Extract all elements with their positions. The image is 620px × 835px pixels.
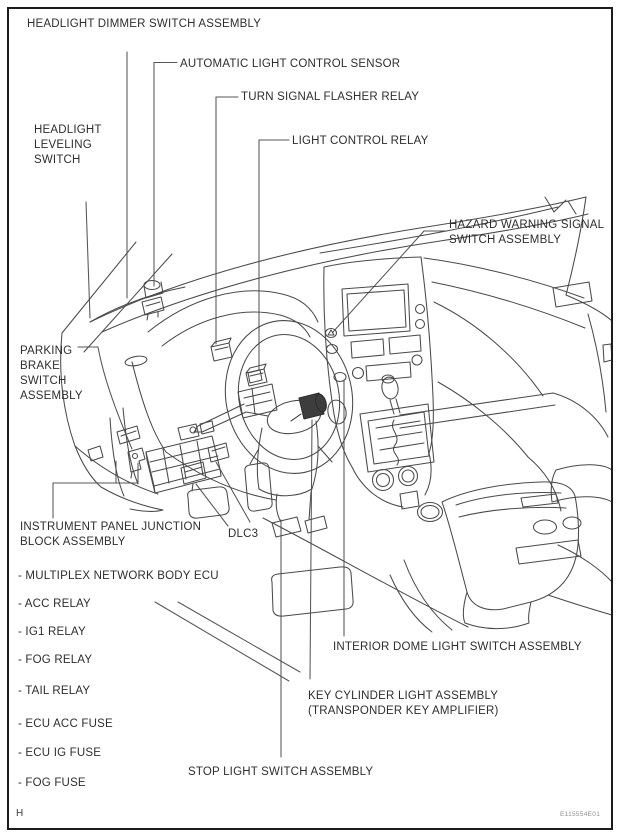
leader-light-control-relay: [258, 139, 290, 371]
upper-connectors: [177, 420, 215, 441]
list-item-tail-relay: - TAIL RELAY: [18, 685, 91, 697]
gear-shifter: [351, 374, 435, 510]
small-door: [399, 490, 420, 510]
list-item-multiplex-ecu: - MULTIPLEX NETWORK BODY ECU: [18, 570, 219, 582]
label-key-cylinder-light: KEY CYLINDER LIGHT ASSEMBLY (TRANSPONDER…: [308, 690, 499, 717]
accel-pedal: [304, 491, 328, 534]
pedals-and-floor: [187, 462, 469, 633]
key-cylinder-part: [290, 392, 327, 422]
label-dlc3: DLC3: [228, 528, 259, 540]
combination-switch-part: [189, 383, 278, 434]
fuse-grid: [149, 440, 219, 484]
steering-wheel: [224, 320, 354, 497]
leader-turn-signal-flasher: [215, 96, 239, 345]
label-light-control-relay: LIGHT CONTROL RELAY: [292, 135, 429, 147]
nav-screen: [341, 283, 411, 337]
list-item-fog-fuse: - FOG FUSE: [18, 777, 86, 789]
kick-panel-pad: [187, 486, 230, 519]
control-row: [365, 361, 412, 382]
seat-and-door: [515, 464, 613, 616]
label-interior-dome-light-switch: INTERIOR DOME LIGHT SWITCH ASSEMBLY: [333, 641, 582, 653]
hazard-triangle: [327, 329, 335, 336]
audio-buttons: [350, 334, 422, 359]
brake-pedal: [271, 493, 302, 538]
key-blade: [290, 413, 302, 422]
cluster-hood: [147, 290, 319, 333]
floor-mat: [271, 566, 354, 617]
console-side: [244, 462, 273, 512]
label-instrument-panel-junction-block: INSTRUMENT PANEL JUNCTION BLOCK ASSEMBLY: [20, 521, 202, 548]
list-item-ecu-acc-fuse: - ECU ACC FUSE: [18, 718, 113, 730]
list-item-ig1-relay: - IG1 RELAY: [18, 626, 86, 638]
leader-dlc3: [195, 461, 251, 527]
label-parking-brake-switch: PARKING BRAKE SWITCH ASSEMBLY: [20, 345, 83, 402]
a-pillar-left: [61, 241, 173, 353]
leader-parking-brake: [77, 346, 133, 450]
page-letter: H: [16, 808, 24, 819]
junction-block-part: [116, 420, 230, 494]
dashboard: [74, 257, 613, 512]
light-sensor-parts: [141, 279, 165, 321]
label-turn-signal-flasher-relay: TURN SIGNAL FLASHER RELAY: [241, 91, 420, 103]
climate-knob-left: [371, 468, 395, 492]
dash-left-side: [131, 361, 277, 501]
shift-gate: [359, 403, 435, 473]
figure-code: E115554E01: [560, 811, 601, 818]
leveling-switch-recess: [124, 355, 148, 367]
leader-key-cylinder: [309, 419, 313, 680]
label-stop-light-switch: STOP LIGHT SWITCH ASSEMBLY: [188, 766, 374, 778]
label-headlight-leveling-switch: HEADLIGHT LEVELING SWITCH: [34, 124, 102, 166]
door-left: [60, 332, 102, 488]
floor-diagonal: [262, 517, 469, 628]
shift-knob: [381, 376, 399, 400]
clip-part: [116, 425, 141, 445]
leader-hazard: [332, 230, 448, 333]
list-item-fog-relay: - FOG RELAY: [18, 654, 93, 666]
shift-lever: [389, 398, 401, 415]
list-item-ecu-ig-fuse: - ECU IG FUSE: [18, 747, 102, 759]
turn-signal-flasher-relay-part: [210, 337, 233, 362]
dome-switch-part: [333, 371, 347, 383]
horn-pad: [327, 399, 347, 425]
relay-parts: [210, 337, 268, 387]
light-control-relay-part: [245, 363, 268, 387]
center-stack: [323, 256, 434, 468]
list-item-acc-relay: - ACC RELAY: [18, 598, 91, 610]
spokes: [245, 411, 333, 465]
page-border: [7, 7, 613, 830]
parking-brake-part: [87, 445, 146, 479]
leader-junction-block: [52, 460, 139, 519]
label-headlight-dimmer-switch: HEADLIGHT DIMMER SWITCH ASSEMBLY: [27, 18, 262, 30]
label-automatic-light-control-sensor: AUTOMATIC LIGHT CONTROL SENSOR: [180, 58, 401, 70]
leader-auto-light-sensor: [153, 61, 178, 287]
column-connector: [207, 442, 230, 463]
label-hazard-warning-switch: HAZARD WARNING SIGNAL SWITCH ASSEMBLY: [449, 219, 605, 246]
climate-knob-right: [397, 465, 419, 487]
dash-side-panel: [109, 407, 139, 497]
leader-lines: [52, 51, 448, 758]
vent-right: [552, 281, 593, 308]
windshield-and-pillars: [60, 196, 613, 488]
column-shroud: [256, 420, 319, 497]
leader-key-cylinder-pair: [154, 601, 301, 682]
dash-right-top: [423, 257, 586, 329]
cowl-ticks: [544, 196, 577, 215]
